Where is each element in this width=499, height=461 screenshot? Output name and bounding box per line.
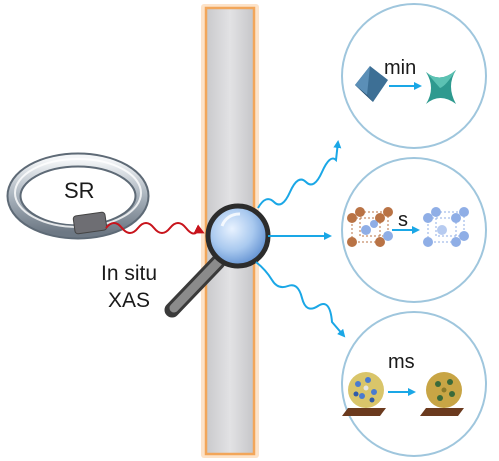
- probe-wave-lower: [255, 261, 346, 338]
- nanoparticle-cluster-icon: [420, 372, 464, 416]
- synchrotron-label: SR: [64, 178, 95, 203]
- technique-label: In situ XAS: [101, 260, 157, 314]
- timescale-s-label: s: [398, 209, 408, 231]
- crystal-lattice-icon: [347, 207, 393, 247]
- technique-label-line1: In situ: [101, 262, 158, 285]
- timescale-ms-label: ms: [388, 351, 415, 373]
- octahedron-icon: [355, 66, 388, 102]
- circle-min: [341, 3, 487, 149]
- crystal-lattice-icon: [423, 207, 469, 247]
- probe-wave-upper: [257, 140, 342, 209]
- nanoparticle-cluster-icon: [342, 372, 386, 416]
- circle-s: [341, 157, 487, 303]
- technique-label-line2: XAS: [108, 289, 151, 312]
- circle-ms: [341, 311, 487, 457]
- concave-star-icon: [426, 70, 456, 104]
- xray-beam-arrow: [105, 222, 205, 235]
- beamline-port: [72, 211, 108, 235]
- timescale-min-label: min: [384, 57, 417, 79]
- synchrotron-ring-icon: [6, 152, 150, 240]
